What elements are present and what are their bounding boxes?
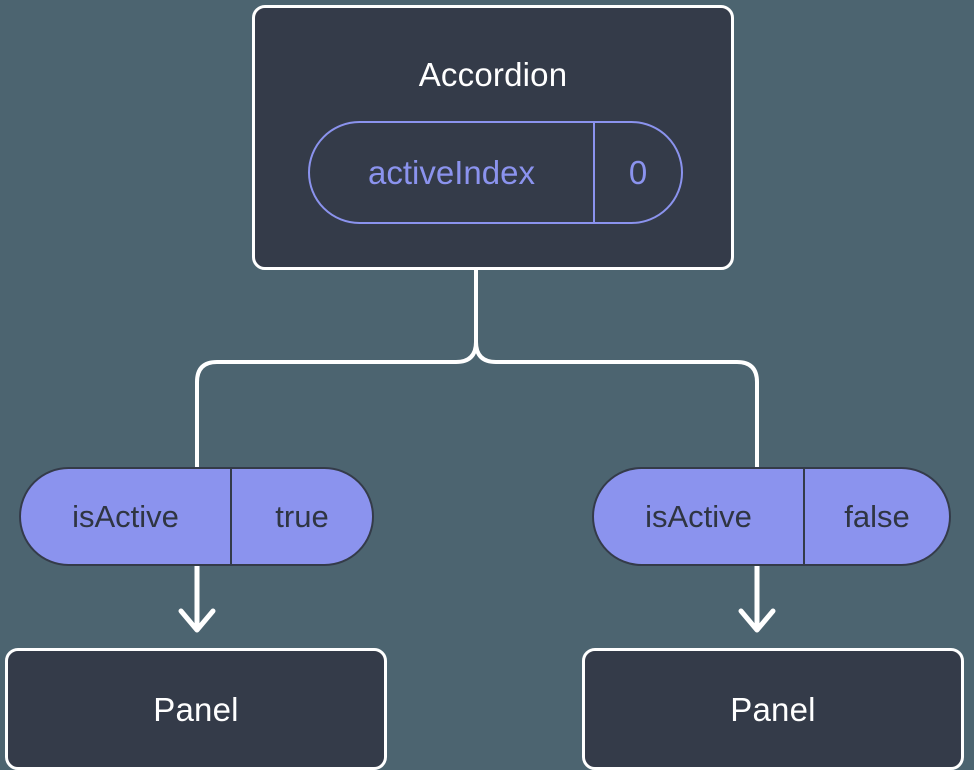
state-badge-active-index[interactable]: activeIndex 0	[308, 121, 683, 224]
prop-pill-key: isActive	[21, 469, 232, 564]
arrow-head-right-icon	[738, 608, 776, 633]
state-badge-value: 0	[628, 153, 648, 191]
node-panel-right-title: Panel	[730, 690, 816, 728]
arrow-head-left-icon	[178, 608, 216, 633]
edge-fork-right-branch	[474, 340, 759, 469]
node-panel-right[interactable]: Panel	[582, 648, 964, 770]
node-accordion-title: Accordion	[418, 56, 568, 93]
node-panel-left-title: Panel	[153, 690, 239, 728]
state-badge-key: activeIndex	[310, 123, 595, 222]
prop-pill-is-active-false[interactable]: isActive false	[592, 467, 951, 566]
prop-pill-key: isActive	[594, 469, 805, 564]
edge-fork-trunk	[195, 267, 478, 469]
prop-pill-value: true	[275, 498, 329, 534]
prop-pill-is-active-true[interactable]: isActive true	[19, 467, 374, 566]
node-panel-left[interactable]: Panel	[5, 648, 387, 770]
node-accordion[interactable]: Accordion activeIndex 0	[252, 5, 734, 270]
prop-pill-value: false	[844, 498, 910, 534]
